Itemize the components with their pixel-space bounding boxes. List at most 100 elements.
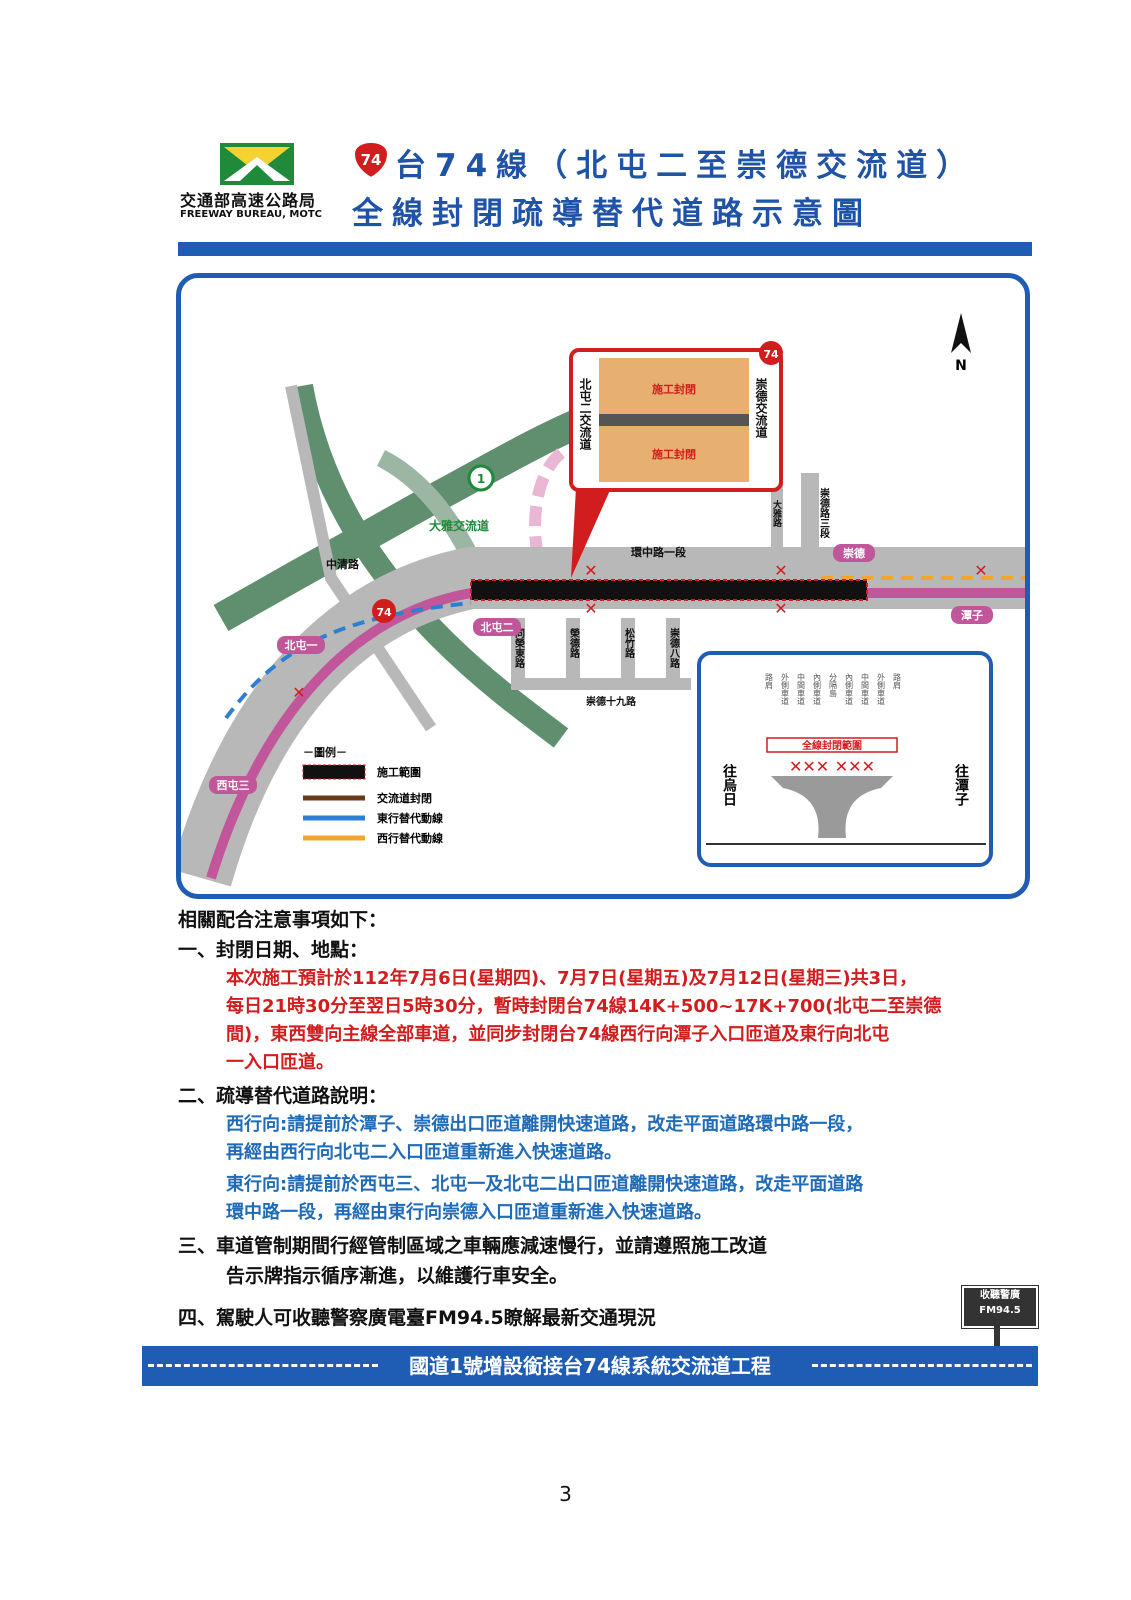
notes-p1-line-4: 一入口匝道。 — [226, 1052, 334, 1073]
closure-x-mark: ✕ — [774, 599, 787, 618]
beitun2-tag-label: 北屯二 — [481, 620, 514, 634]
page-title-line-2: 全線封閉疏導替代道路示意圖 — [352, 196, 872, 232]
songzhu-road-label: 松竹路 — [623, 627, 636, 659]
legend-title: －圖例－ — [303, 745, 347, 759]
notes-westbound-line-1: 西行向:請提前於潭子、崇德出口匝道離開快速道路，改走平面道路環中路一段， — [226, 1114, 864, 1135]
closure-banner-box — [766, 737, 898, 753]
xitun3-tag — [209, 776, 257, 794]
beitun2-tag — [473, 618, 521, 636]
inset-74-shield-icon — [759, 341, 783, 365]
xitun3-tag-label: 西屯三 — [217, 778, 250, 792]
notes-section: 相關配合注意事項如下： 一、封閉日期、地點： 本次施工預計於112年7月6日(星… — [178, 905, 1058, 1333]
page-number: 3 — [559, 1482, 572, 1506]
rongde-road — [566, 618, 580, 678]
detour-map: 施工封閉 施工封閉 北屯二交流道 崇德交流道 74 N 1 74 大雅交流道 中… — [176, 273, 1030, 899]
lane-label: 外側車道 — [781, 672, 790, 706]
beitun1-tag-label: 北屯一 — [285, 638, 318, 652]
tanzi-tag — [951, 606, 993, 624]
chongde8-road — [666, 618, 680, 678]
notes-westbound-line-2: 再經由西行向北屯二入口匝道重新進入快速道路。 — [226, 1142, 622, 1163]
route-74-eastbound-ramp — [206, 588, 1025, 880]
rongde-road-label: 榮德路 — [568, 627, 581, 659]
notes-eastbound-line-1: 東行向:請提前於西屯三、北屯一及北屯二出口匝道離開快速道路，改走平面道路 — [226, 1174, 864, 1195]
notes-heading-2: 二、疏導替代道路說明： — [178, 1085, 388, 1107]
lane-label: 外側車道 — [877, 672, 886, 706]
songzhu-road — [621, 618, 635, 678]
notes-heading-3: 三、車道管制期間行經管制區域之車輛應減速慢行，並請遵照施工改道 — [178, 1235, 768, 1257]
freeway-bureau-logo-icon — [220, 143, 294, 185]
radio-sign-pole — [994, 1326, 1000, 1354]
project-name: 國道1號增設銜接台74線系統交流道工程 — [409, 1354, 771, 1378]
side-road — [285, 384, 436, 732]
lane-label: 路肩 — [765, 672, 774, 690]
radio-sign-line-2: FM94.5 — [979, 1305, 1021, 1316]
route-74-map-shield-number: 74 — [376, 606, 392, 619]
lane-label: 內側車道 — [813, 673, 822, 706]
tongle-road-label: 同榮東路 — [513, 628, 525, 669]
lane-label: 內側車道 — [845, 673, 854, 706]
closure-x-mark: ✕ — [974, 561, 987, 580]
construction-range-bar — [470, 579, 868, 601]
eastbound-detour-line — [224, 601, 472, 720]
footer-dash-left — [148, 1364, 378, 1367]
cross-section-x-marks: ✕✕✕ ✕✕✕ — [789, 757, 875, 776]
notes-p1-line-3: 間)，東西雙向主線全部車道，並同步封閉台74線西行向潭子入口匝道及東行向北屯 — [226, 1024, 890, 1045]
chongde-tag-label: 崇德 — [843, 546, 865, 560]
legend-eastbound-label: 東行替代動線 — [377, 811, 443, 825]
notes-heading-4: 四、駕駛人可收聽警察廣電臺FM94.5瞭解最新交通現況 — [178, 1307, 656, 1329]
direction-right-label: 往潭子 — [953, 763, 969, 807]
closure-x-mark: ✕ — [584, 599, 597, 618]
dajia-road-label: 大雅路 — [771, 499, 783, 528]
legend-closure-label: 交流道封閉 — [377, 791, 432, 805]
legend-westbound-label: 西行替代動線 — [377, 831, 443, 845]
chongde19-road-label: 崇德十九路 — [586, 695, 637, 708]
closure-median — [599, 414, 749, 426]
north-arrow-icon — [951, 313, 971, 353]
closure-banner-label: 全線封閉範圍 — [801, 739, 862, 752]
lane-label: 路肩 — [893, 672, 902, 690]
beitun1-tag — [277, 636, 325, 654]
notes-intro: 相關配合注意事項如下： — [178, 909, 388, 931]
inset-label-chongde: 崇德交流道 — [754, 377, 768, 439]
notes-heading-1: 一、封閉日期、地點： — [178, 939, 369, 961]
dazhi-interchange-label: 大雅交流道 — [429, 518, 489, 533]
lane-label: 中間車道 — [861, 672, 870, 706]
notes-eastbound-line-2: 環中路一段，再經由東行向崇德入口匝道重新進入快速道路。 — [226, 1202, 712, 1223]
freeway-1-shield-number: 1 — [477, 472, 485, 486]
lane-label: 分隔島 — [829, 673, 838, 698]
cross-section-panel — [697, 651, 993, 867]
route-74-map-shield-icon — [372, 599, 396, 623]
route-74-shield-icon: 74 — [352, 140, 390, 180]
closure-x-mark: ✕ — [584, 561, 597, 580]
agency-name-cn: 交通部高速公路局 — [180, 191, 317, 210]
notes-heading-3-cont: 告示牌指示循序漸進，以維護行車安全。 — [226, 1265, 569, 1287]
footer-band: 國道1號增設銜接台74線系統交流道工程 — [142, 1346, 1038, 1386]
inset-74-shield-number: 74 — [763, 348, 779, 361]
page-title-line-1: 台74線（北屯二至崇德交流道） — [395, 148, 977, 184]
direction-left-label: 往烏日 — [721, 763, 737, 807]
agency-logo: 交通部高速公路局 FREEWAY BUREAU, MOTC — [180, 143, 340, 223]
inset-label-beitun2: 北屯二交流道 — [578, 377, 592, 451]
header-divider — [178, 242, 1032, 256]
huanzhong-road-label: 環中路一段 — [631, 545, 686, 559]
cross-section-lane-labels: 路肩外側車道中間車道內側車道分隔島內側車道中間車道外側車道路肩 — [765, 672, 902, 706]
legend-swatch-construction — [302, 764, 366, 780]
ramp-dashed — [529, 448, 566, 570]
notes-p1-line-1: 本次施工預計於112年7月6日(星期四)、7月7日(星期五)及7月12日(星期三… — [226, 968, 918, 989]
zhongqing-road-label: 中清路 — [326, 557, 360, 571]
ramp-road — [376, 449, 480, 563]
route-74-road — [181, 547, 1025, 887]
north-label: N — [955, 358, 967, 374]
closure-x-mark: ✕ — [292, 683, 305, 702]
closure-x-mark: ✕ — [774, 561, 787, 580]
notes-p1-line-2: 每日21時30分至翌日5時30分，暫時封閉台74線14K+500~17K+700… — [226, 996, 942, 1017]
chongde-tag — [833, 544, 875, 562]
freeway-1-shield-icon — [467, 464, 495, 492]
radio-sign-line-1: 收聽警廣 — [980, 1290, 1020, 1301]
chongde8-road-label: 崇德八路 — [668, 627, 681, 669]
chongde19-road — [511, 678, 691, 690]
chongde3-road-label: 崇德路三段 — [818, 487, 831, 539]
tanzi-tag-label: 潭子 — [961, 608, 983, 622]
footer-dash-right — [812, 1364, 1032, 1367]
closure-label-top: 施工封閉 — [652, 382, 696, 396]
